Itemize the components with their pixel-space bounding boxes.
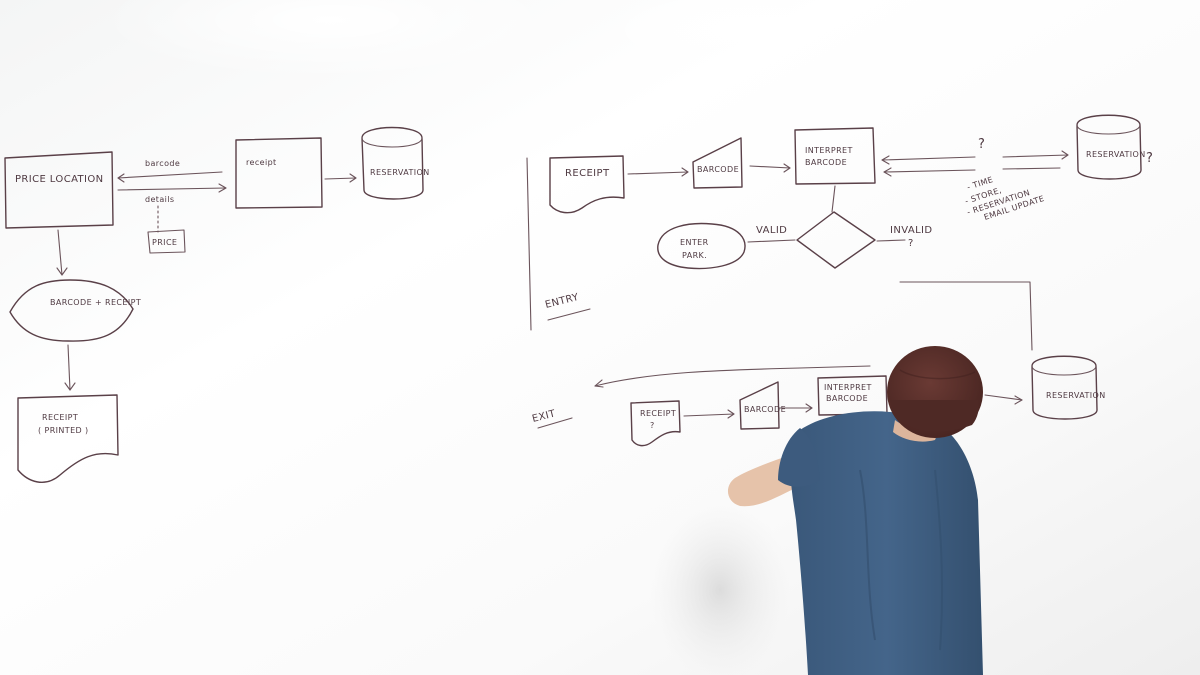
price-box	[147, 229, 186, 254]
exit-reservation-cylinder	[1031, 355, 1098, 420]
exit-reservation-label: RESERVATION	[1046, 391, 1106, 400]
barcode-receipt-shape	[9, 279, 134, 342]
down-arrow-2	[67, 344, 71, 391]
entry-arrow-1-head	[681, 167, 689, 177]
reservation-db-cylinder	[361, 126, 424, 200]
exit-top-arrow	[594, 365, 871, 387]
q-to-reservation-line-2	[1002, 167, 1061, 170]
exit-receipt-label-2: ?	[650, 421, 655, 430]
down-arrow-1	[57, 229, 63, 276]
receipt-box	[235, 137, 323, 209]
entry-vertical-line	[526, 157, 532, 331]
entry-arrow-2-head	[783, 163, 791, 173]
down-arrow-1-head	[56, 267, 68, 276]
valid-line	[747, 239, 796, 243]
person-tshirt	[790, 411, 983, 675]
exit-label-underline	[537, 417, 573, 429]
entry-reservation-top	[1076, 124, 1141, 135]
details-arrow-label: details	[145, 195, 174, 204]
enter-park-label-2: PARK.	[682, 251, 707, 260]
exit-interpret-label-1: INTERPRET	[824, 383, 872, 392]
invalid-question: ?	[908, 238, 914, 249]
invalid-label: INVALID	[890, 225, 933, 236]
exit-reservation-top	[1031, 365, 1097, 376]
reservation-db-top	[361, 137, 423, 148]
entry-question-mark: ?	[978, 137, 985, 152]
exit-receipt-label-1: RECEIPT	[640, 409, 676, 418]
entry-interpret-label-2: BARCODE	[805, 158, 847, 167]
entry-interpret-label-1: INTERPRET	[805, 146, 853, 155]
barcode-arrow	[117, 171, 223, 179]
exit-arrow-1	[683, 413, 735, 417]
exit-receipt-shape	[630, 400, 681, 447]
interpret-to-decision-line	[831, 185, 836, 213]
entry-reservation-label: RESERVATION	[1086, 150, 1146, 159]
entry-barcode-label: BARCODE	[697, 165, 739, 174]
entry-barcode-shape	[692, 137, 743, 189]
entry-arrow-1	[627, 171, 689, 175]
details-arrow	[117, 187, 227, 191]
reservation-db-label: RESERVATION	[370, 168, 430, 177]
invalid-line	[876, 239, 906, 242]
entry-to-q-line-1	[881, 156, 976, 161]
exit-to-reservation-head	[1014, 395, 1023, 405]
left-flowchart: PRICE LOCATION barcode details PRICE rec…	[4, 126, 430, 483]
price-location-box	[4, 151, 114, 229]
person-drawing-on-whiteboard	[727, 346, 983, 675]
entry-to-q-line-2	[883, 169, 976, 173]
barcode-arrowhead	[117, 173, 125, 183]
receipt-printed-label-2: ( PRINTED )	[38, 426, 89, 435]
entry-to-q-head-2	[883, 167, 892, 177]
enter-park-shape	[657, 222, 746, 270]
exit-barcode-shape	[739, 381, 780, 430]
beanie-texture	[899, 369, 976, 380]
beanie-brim	[890, 400, 979, 432]
to-reservation-arrow	[324, 177, 357, 180]
entry-receipt-label: RECEIPT	[565, 168, 610, 179]
barcode-receipt-label: BARCODE + RECEIPT	[50, 298, 141, 307]
price-label: PRICE	[152, 238, 177, 247]
entry-interpret-box	[794, 127, 876, 185]
valid-label: VALID	[756, 225, 787, 236]
entry-receipt-shape	[549, 155, 625, 214]
entry-label-underline	[547, 308, 591, 321]
exit-interpret-label-2: BARCODE	[826, 394, 868, 403]
entry-reservation-cylinder	[1076, 114, 1142, 180]
price-location-label: PRICE LOCATION	[15, 174, 104, 185]
shirt-fold	[859, 469, 876, 641]
entry-decision-diamond	[796, 211, 876, 269]
receipt-box-label: receipt	[246, 158, 277, 167]
entry-reservation-question: ?	[1146, 151, 1153, 166]
to-reservation-arrowhead	[349, 173, 357, 183]
details-arrowhead	[218, 183, 227, 193]
enter-park-label-1: ENTER	[680, 238, 709, 247]
receipt-printed-shape	[17, 394, 119, 483]
person-left-sleeve	[778, 428, 820, 487]
exit-to-reservation-arrow	[984, 394, 1023, 401]
down-arrow-2-head	[64, 382, 76, 391]
exit-barcode-label: BARCODE	[744, 405, 786, 414]
q-to-reservation-head-1	[1061, 150, 1069, 160]
q-to-reservation-line-1	[1002, 154, 1069, 158]
entry-arrow-2	[749, 165, 791, 169]
exit-arrow-2-head	[805, 403, 813, 413]
exit-top-arrowhead	[594, 379, 604, 388]
entry-to-q-head-1	[881, 155, 890, 165]
shirt-fold-2	[934, 469, 944, 651]
exit-arrow-1-head	[727, 409, 735, 419]
barcode-arrow-label: barcode	[145, 159, 180, 168]
entry-right-connector	[899, 281, 1033, 351]
receipt-printed-label-1: RECEIPT	[42, 413, 78, 422]
